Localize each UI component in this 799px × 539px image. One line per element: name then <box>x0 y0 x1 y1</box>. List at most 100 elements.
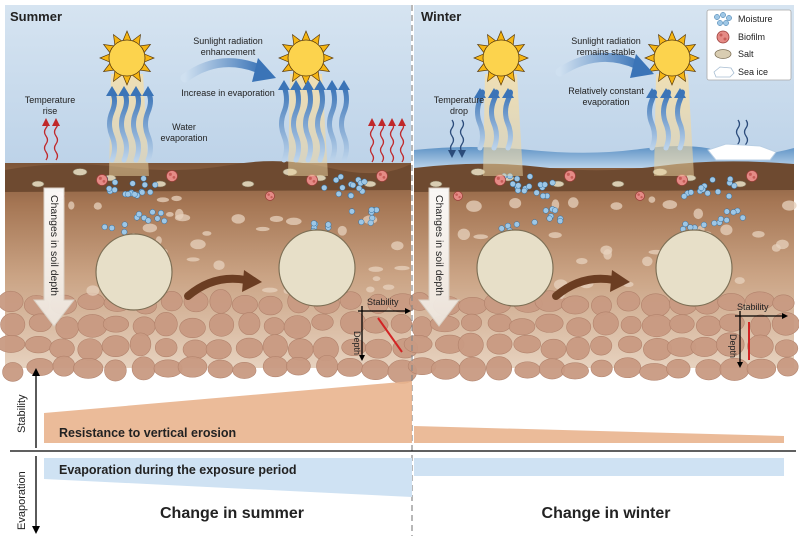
soil-stone <box>179 317 206 339</box>
soil-stone <box>101 335 130 358</box>
soil-pebble <box>391 241 404 251</box>
soil-stone <box>566 336 590 361</box>
magnifier-circle <box>278 229 356 307</box>
soil-stone <box>0 335 26 353</box>
moisture-droplet <box>139 189 146 196</box>
vapor-arrowhead <box>314 80 326 90</box>
moisture-droplet <box>521 187 528 194</box>
biofilm-particle <box>166 170 178 182</box>
soil-stone <box>458 297 488 315</box>
biofilm-dot <box>570 176 574 179</box>
temperature-rise-squiggle <box>399 123 405 163</box>
soil-pebble <box>285 217 302 226</box>
summer-title: Summer <box>10 9 62 24</box>
moisture-droplet <box>700 221 708 228</box>
soil-stone <box>487 313 512 333</box>
soil-pebble <box>93 202 102 210</box>
temperature-rise-arrowhead <box>368 118 376 126</box>
soil-stone <box>772 294 795 312</box>
biofilm-dot <box>378 172 382 176</box>
moisture-droplet <box>539 192 547 200</box>
moisture-droplet <box>541 181 548 188</box>
winter-inset-stability-label: Stability <box>737 302 769 312</box>
soil-stone <box>160 291 183 312</box>
moisture-droplet <box>321 184 328 191</box>
soil-stone <box>339 291 362 310</box>
soil-pebble <box>190 239 206 250</box>
soil-stone <box>690 336 719 357</box>
soil-stone <box>362 316 389 334</box>
moisture-droplet <box>361 178 368 185</box>
vapor-arrow <box>315 83 325 163</box>
biofilm-dot <box>640 196 643 199</box>
temperature-rise-arrowhead <box>42 118 50 126</box>
salt-particle <box>470 168 486 176</box>
soil-pebble <box>600 245 613 255</box>
moisture-droplet <box>111 186 118 193</box>
soil-stone <box>286 356 311 376</box>
evaporation-axis-label: Evaporation <box>16 471 28 530</box>
soil-pebble <box>337 225 347 236</box>
moisture-droplet <box>157 210 165 217</box>
biofilm-dot <box>102 180 106 183</box>
moisture-droplet <box>124 191 132 198</box>
salt-particle <box>241 180 255 188</box>
soil-pebble <box>782 200 797 211</box>
soil-stone <box>403 335 433 354</box>
soil-stone <box>620 315 642 335</box>
soil-stone <box>540 338 567 360</box>
summer-depth-arrow <box>32 187 76 327</box>
winter-radiation-label-2: remains stable <box>577 47 636 57</box>
soil-stone <box>154 312 178 337</box>
temperature-rise-squiggle <box>389 123 395 163</box>
soil-pebble <box>255 226 270 232</box>
temperature-rise-squiggle <box>369 123 375 163</box>
biofilm-particle <box>306 174 318 186</box>
soil-stone <box>231 295 258 315</box>
soil-stone <box>390 314 413 334</box>
salt-particle <box>72 168 88 176</box>
biofilm-dot <box>682 180 686 183</box>
moisture-droplet <box>717 215 724 223</box>
legend-label-moisture: Moisture <box>738 14 773 24</box>
moisture-droplet <box>723 208 730 215</box>
biofilm-particle <box>265 191 275 201</box>
moisture-droplet <box>698 184 705 191</box>
sunlight-beam <box>109 74 149 176</box>
soil-pebble <box>662 200 678 210</box>
soil-stone <box>641 314 672 338</box>
soil-stone <box>717 293 746 311</box>
vapor-arrow <box>327 83 337 163</box>
temperature-rise-arrowhead <box>52 118 60 126</box>
soil-pebble <box>648 196 656 203</box>
moisture-droplet <box>349 182 357 189</box>
temperature-drop-squiggle <box>449 119 455 153</box>
winter-radiation-curve-arrowhead <box>630 54 654 78</box>
soil-pebble <box>720 224 733 236</box>
vapor-arrowhead <box>338 80 350 90</box>
summer-evaporation-change-label: Increase in evaporation <box>181 88 275 98</box>
summer-temperature-label-1: Temperature <box>25 95 76 105</box>
summer-radiation-curve-arrow <box>180 58 267 83</box>
summer-transition-arrow <box>184 274 250 300</box>
soil-stone <box>716 332 745 357</box>
soil-stone <box>311 313 334 331</box>
moisture-droplet <box>131 191 138 198</box>
summer-temperature-label-2: rise <box>43 106 58 116</box>
temperature-rise-arrowhead <box>398 118 406 126</box>
magnifier-circle <box>476 229 554 307</box>
moisture-droplet <box>725 193 733 200</box>
summer-inset-stability-label: Stability <box>367 297 399 307</box>
vapor-arrow <box>143 89 153 163</box>
moisture-droplet <box>325 221 332 228</box>
moisture-droplet <box>513 221 520 228</box>
soil-pebble <box>213 260 225 271</box>
soil-pebble <box>576 258 588 265</box>
biofilm-particle <box>635 191 645 201</box>
soil-pebble <box>642 256 653 267</box>
moisture-droplet <box>509 180 516 188</box>
resistance-label: Resistance to vertical erosion <box>59 426 236 440</box>
moisture-droplet <box>339 184 346 191</box>
moisture-droplet <box>106 185 113 192</box>
soil-stone <box>182 339 208 360</box>
